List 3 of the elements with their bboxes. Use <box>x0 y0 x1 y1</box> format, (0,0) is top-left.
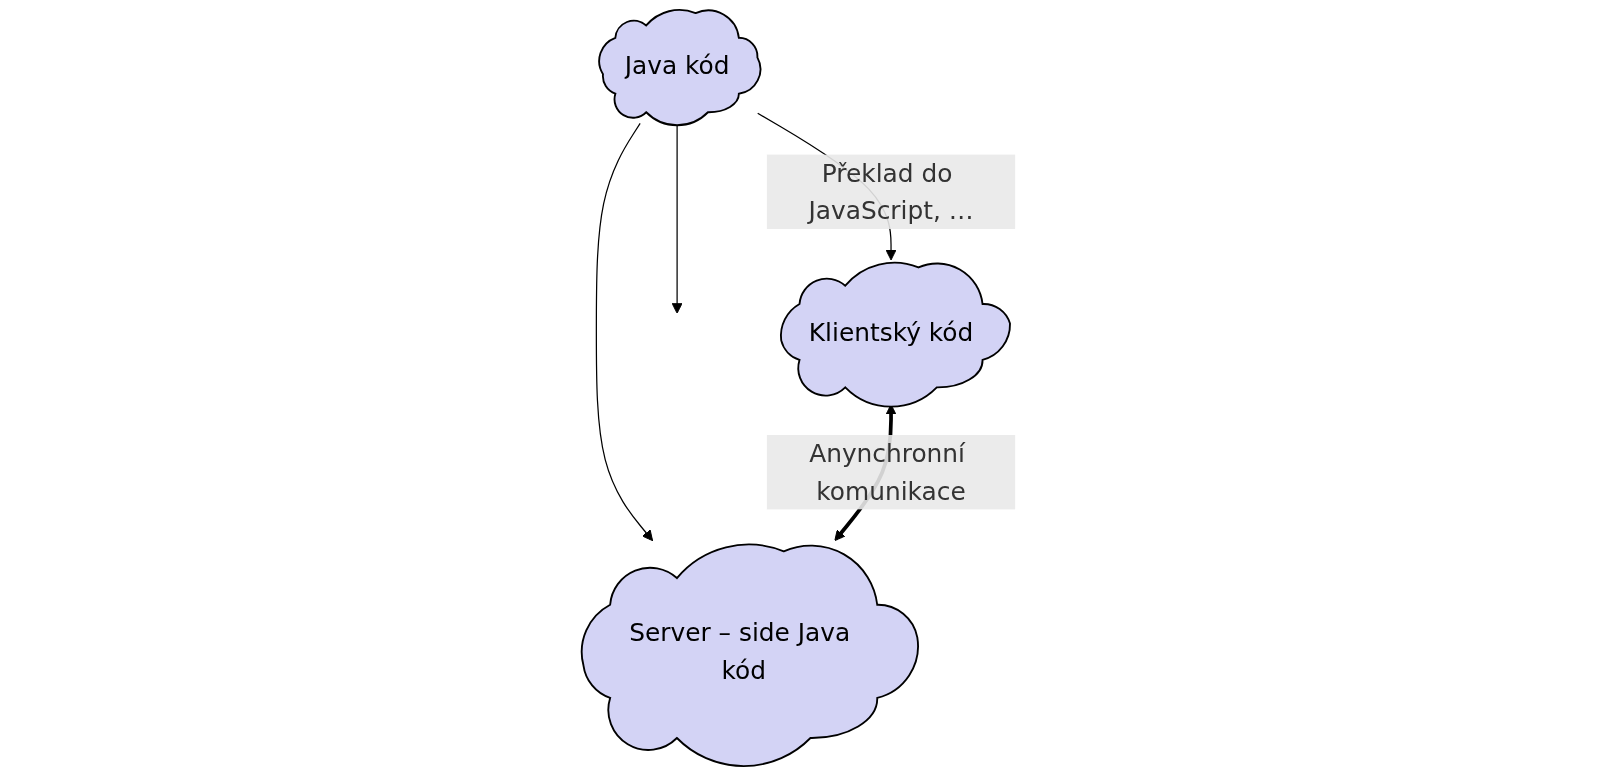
edge-label: Anynchronní komunikace <box>809 438 966 506</box>
edge-label: Překlad do JavaScript, … <box>808 158 974 226</box>
arrow <box>595 122 654 542</box>
